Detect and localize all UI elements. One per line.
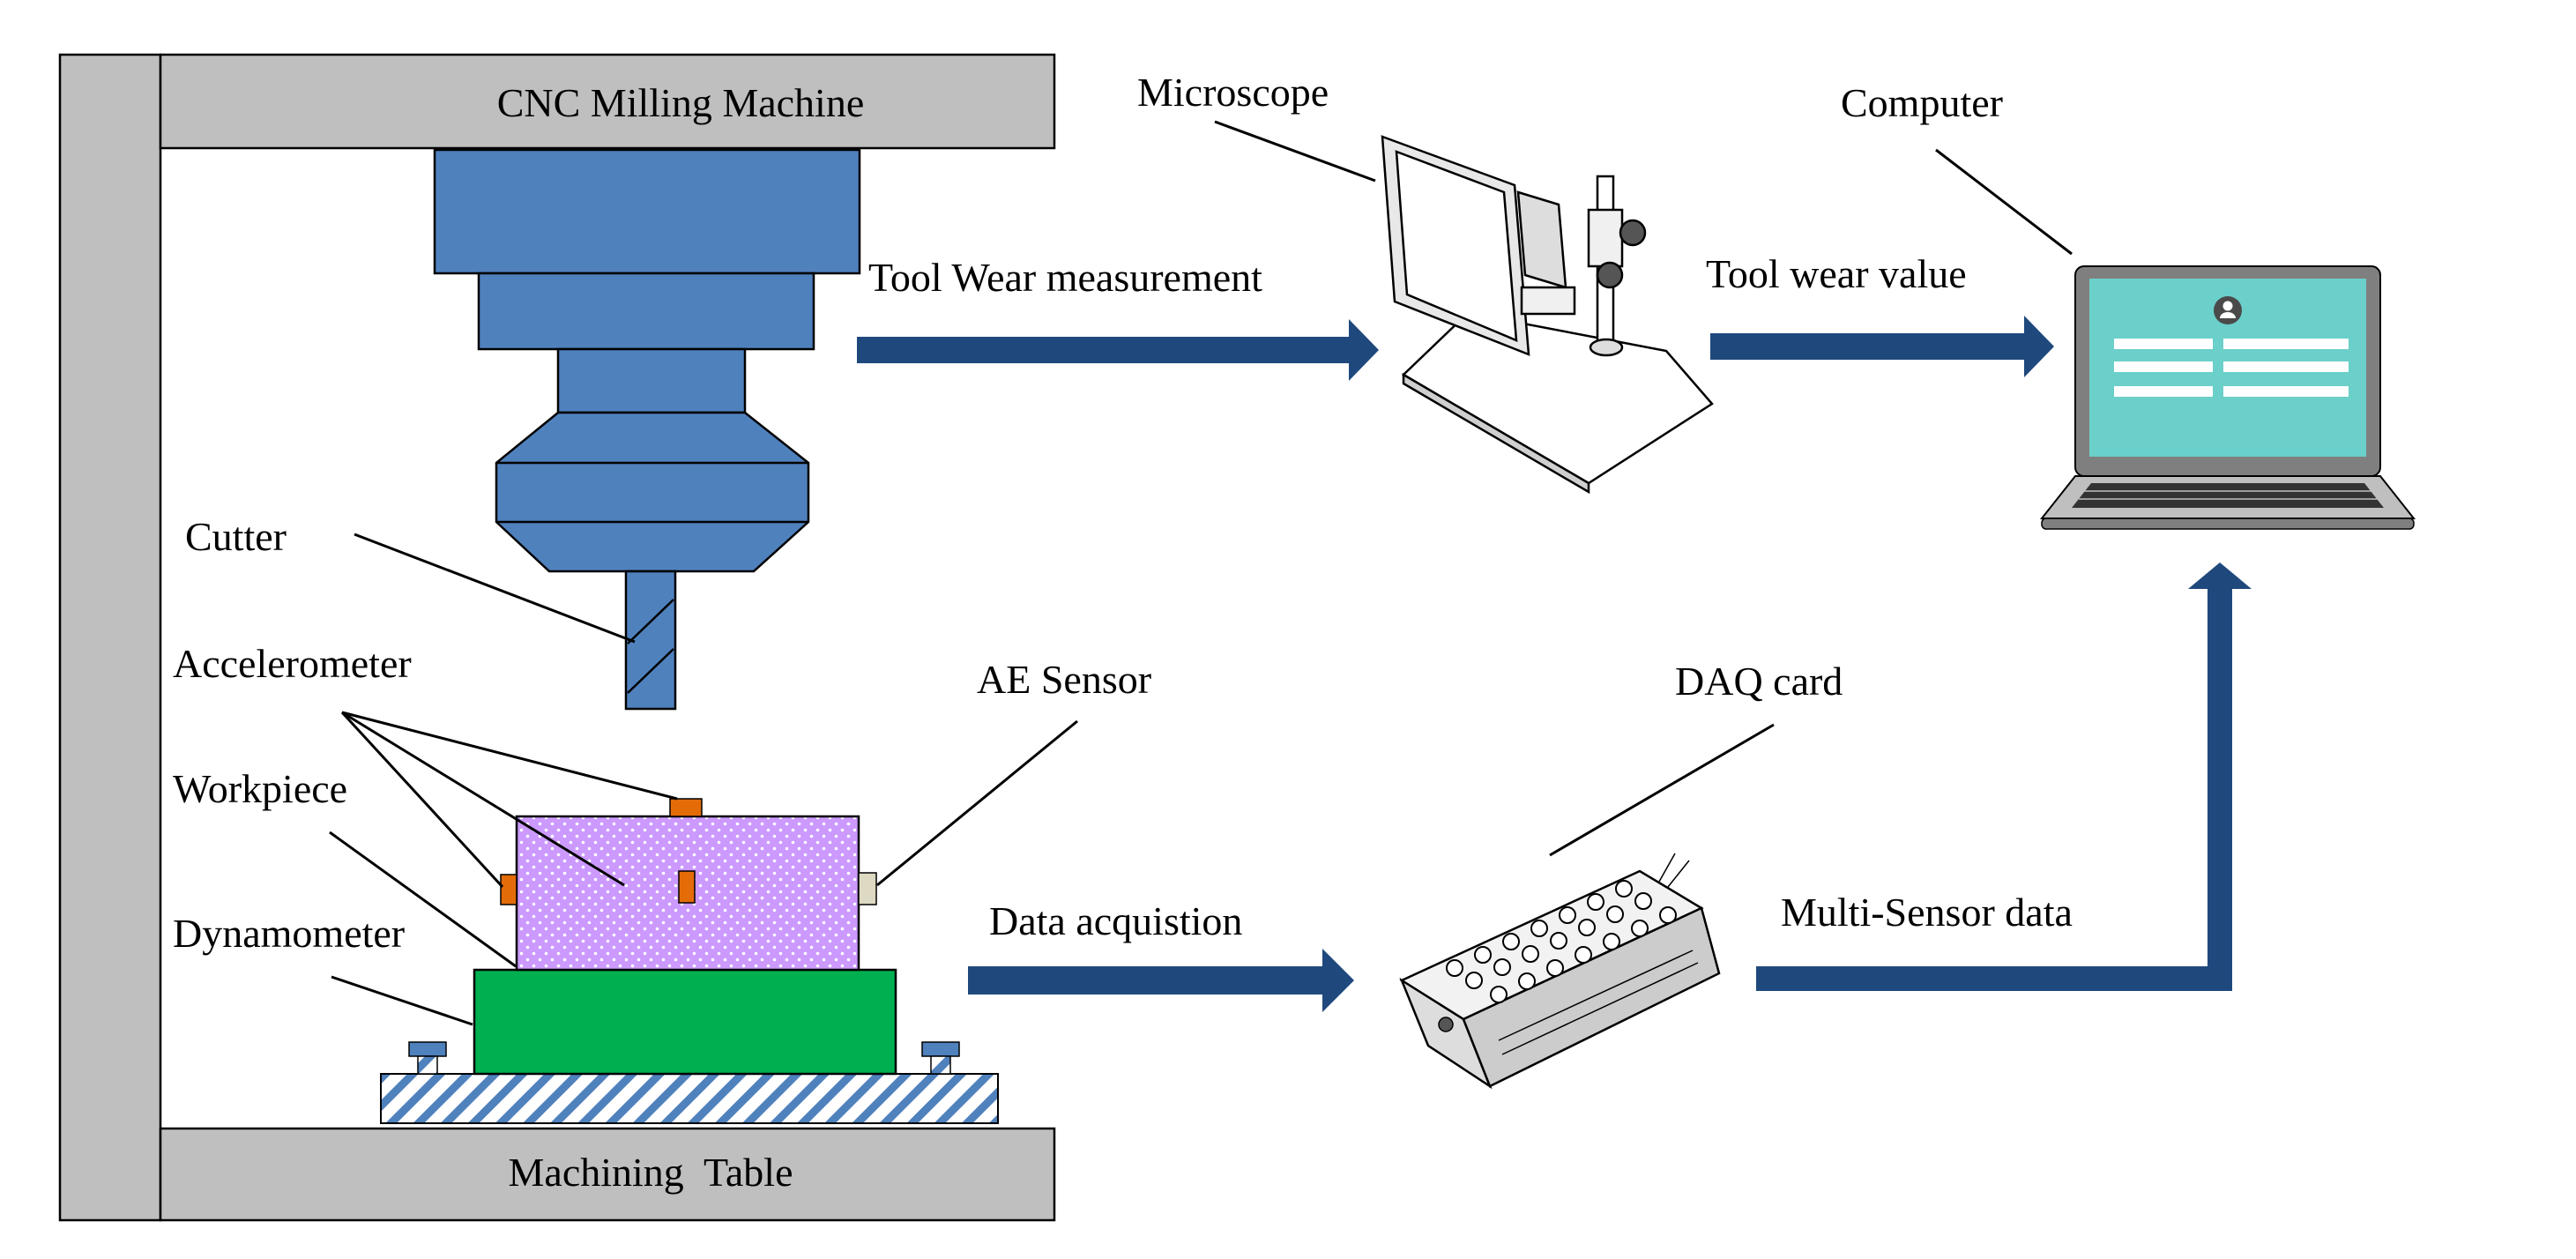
multi-sensor-data-label: Multi-Sensor data bbox=[1781, 890, 2073, 935]
accelerometer-top bbox=[669, 798, 703, 817]
daq-card-label: DAQ card bbox=[1675, 659, 1843, 704]
ae-sensor-label: AE Sensor bbox=[977, 657, 1151, 702]
cutter-label: Cutter bbox=[185, 514, 287, 559]
computer-icon bbox=[2039, 265, 2416, 530]
clamp-right bbox=[921, 1041, 960, 1057]
callouts bbox=[329, 120, 2073, 1026]
data-acquisition-label: Data acquistion bbox=[989, 898, 1242, 943]
dynamometer bbox=[473, 968, 897, 1076]
tool-wear-value-label: Tool wear value bbox=[1706, 251, 1967, 296]
spindle-block-2 bbox=[477, 272, 815, 351]
spindle bbox=[433, 148, 861, 711]
machine-label: CNC Milling Machine bbox=[497, 80, 865, 125]
laptop-keyboard bbox=[2072, 483, 2384, 508]
daq-connectors bbox=[1446, 880, 1677, 1003]
workpiece-label: Workpiece bbox=[173, 766, 347, 811]
arrow-tool-wear-measurement bbox=[857, 319, 1379, 381]
clamp-left bbox=[408, 1041, 447, 1057]
machine-frame: CNC Milling Machine Machining Table bbox=[58, 53, 1056, 1222]
arrow-data-acquisition bbox=[968, 949, 1354, 1012]
tool-wear-measurement-label: Tool Wear measurement bbox=[868, 255, 1262, 300]
clamp-left-post bbox=[417, 1055, 438, 1075]
spindle-block-3 bbox=[556, 347, 747, 414]
microscope-stage bbox=[1401, 311, 1714, 485]
daq-card-icon bbox=[1399, 853, 1721, 1090]
computer-label: Computer bbox=[1841, 80, 2003, 125]
dynamometer-label: Dynamometer bbox=[173, 911, 405, 956]
accelerometer-front bbox=[678, 870, 696, 904]
spindle-chuck bbox=[495, 411, 810, 573]
machine-top-beam bbox=[159, 53, 1056, 150]
screen-form-fields bbox=[2114, 339, 2349, 397]
arrow-tool-wear-value bbox=[1710, 316, 2054, 377]
spindle-head bbox=[433, 148, 861, 275]
clamp-right-post bbox=[930, 1055, 951, 1075]
machining-table-base bbox=[159, 1127, 1056, 1222]
workpiece-assembly bbox=[380, 798, 999, 1124]
microscope-label: Microscope bbox=[1137, 70, 1329, 115]
machine-column bbox=[58, 53, 162, 1222]
table-label: Machining Table bbox=[509, 1150, 793, 1195]
microscope-icon bbox=[1381, 135, 1714, 495]
flow-arrows bbox=[857, 316, 2252, 1012]
microscope-camera bbox=[1516, 190, 1567, 289]
ae-sensor bbox=[858, 872, 877, 905]
accelerometer-label: Accelerometer bbox=[173, 641, 412, 686]
accelerometer-left bbox=[500, 874, 517, 905]
machining-table-top bbox=[380, 1073, 999, 1124]
